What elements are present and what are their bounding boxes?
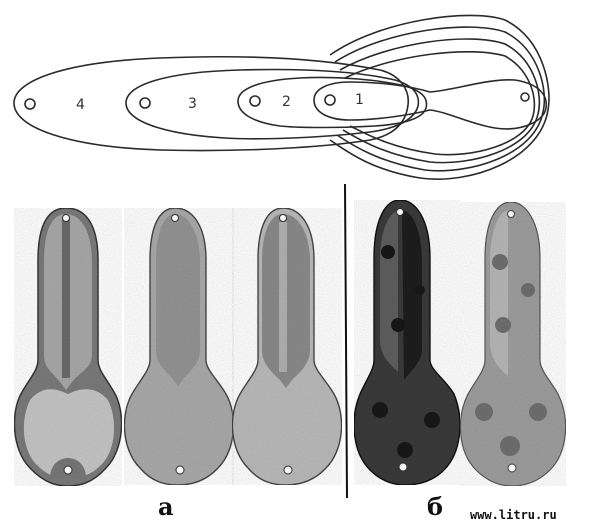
watermark-text: www.litru.ru	[470, 508, 557, 522]
spoon-head-outline-3	[340, 39, 539, 163]
spoon-number-3: 3	[188, 96, 197, 112]
caption-group-b: б	[427, 492, 443, 521]
spoon-outline-1	[314, 80, 546, 129]
group-divider	[345, 184, 347, 498]
spoon-number-2: 2	[282, 94, 291, 110]
lure-b2	[460, 202, 565, 486]
hole-head	[521, 93, 529, 101]
hole-2	[250, 96, 260, 106]
lure-a2	[124, 208, 233, 485]
hole-1	[325, 95, 335, 105]
spoon-holes	[25, 93, 529, 109]
lure-b1	[354, 200, 460, 485]
lure-a3	[232, 208, 341, 485]
caption-group-a: а	[158, 492, 174, 521]
lure-a1	[14, 208, 121, 486]
hole-4	[25, 99, 35, 109]
hole-3	[140, 98, 150, 108]
spoon-number-1: 1	[355, 92, 364, 108]
spoon-number-4: 4	[76, 97, 85, 113]
